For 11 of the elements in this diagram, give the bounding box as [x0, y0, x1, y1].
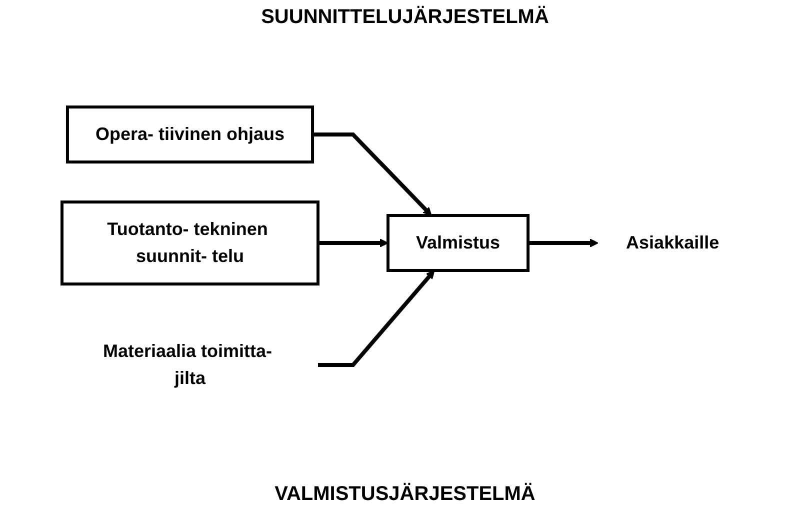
system-heading: VALMISTUSJÄRJESTELMÄ — [274, 483, 536, 506]
node-text: Asiakkaille — [626, 232, 720, 252]
arrow — [318, 238, 389, 247]
node-box: Tuotanto- tekninen suunnit- telu — [60, 200, 320, 285]
arrow — [312, 132, 432, 216]
node-box: Opera- tiivinen ohjaus — [66, 105, 314, 163]
arrow — [528, 238, 599, 247]
node-box: Valmistus — [386, 214, 530, 272]
node-text: Materiaalia toimitta- jilta — [103, 340, 272, 388]
arrow — [318, 270, 436, 366]
system-heading: SUUNNITTELUJÄRJESTELMÄ — [261, 6, 549, 29]
